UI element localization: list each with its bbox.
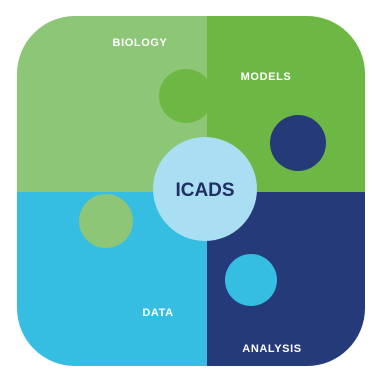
center-circle (153, 137, 257, 241)
center-label: ICADS (175, 180, 234, 201)
knob-biology-into-data (79, 194, 133, 248)
knob-analysis-into-models (270, 115, 326, 171)
knob-models-into-biology (159, 69, 213, 123)
label-analysis: ANALYSIS (242, 343, 301, 355)
label-models: MODELS (241, 71, 292, 83)
label-data: DATA (142, 307, 173, 319)
knob-data-into-analysis (225, 254, 277, 306)
label-biology: BIOLOGY (113, 37, 168, 49)
puzzle-pieces (17, 16, 365, 366)
